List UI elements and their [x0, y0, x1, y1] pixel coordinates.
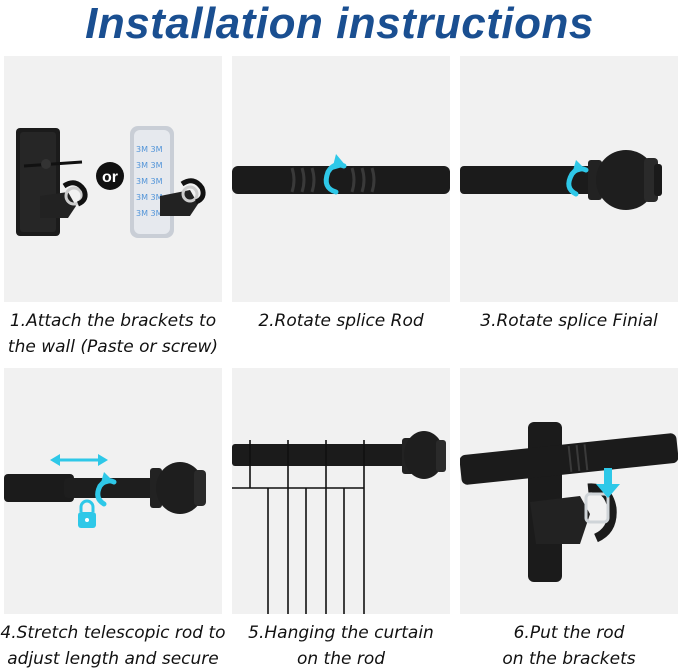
- step-3-illustration: [460, 56, 678, 302]
- finial-icon: [150, 462, 206, 514]
- step-4-caption-line1: 4.Stretch telescopic rod to: [0, 623, 226, 643]
- rod-icon: [460, 433, 678, 485]
- adhesive-bracket-icon: 3M 3M 3M 3M 3M 3M 3M 3M 3M 3M: [130, 126, 206, 238]
- step-6-illustration: [460, 368, 678, 614]
- step-5-caption-line1: 5.Hanging the curtain: [248, 623, 434, 643]
- splice-rod-icon: [232, 166, 450, 194]
- step-6-caption-line1: 6.Put the rod: [513, 623, 625, 643]
- rotate-arrow-icon: [95, 472, 117, 507]
- step-3-caption: 3.Rotate splice Finial: [460, 308, 678, 334]
- step-5-illustration: [232, 368, 450, 614]
- svg-text:3M 3M: 3M 3M: [136, 177, 163, 186]
- step-3-caption-line1: 3.Rotate splice Finial: [480, 311, 658, 331]
- finial-icon: [402, 431, 446, 479]
- svg-text:3M 3M: 3M 3M: [136, 145, 163, 154]
- lock-icon: [78, 499, 96, 528]
- step-6-caption-line2: on the brackets: [502, 649, 636, 669]
- step-1-caption-line2: the wall (Paste or screw): [7, 337, 219, 357]
- step-5-caption: 5.Hanging the curtain on the rod: [232, 620, 450, 672]
- step-2-caption-line1: 2.Rotate splice Rod: [258, 311, 424, 331]
- page-title: Installation instructions: [85, 0, 594, 48]
- svg-text:3M 3M: 3M 3M: [136, 161, 163, 170]
- step-5-caption-line2: on the rod: [296, 649, 386, 669]
- step-1-caption: 1.Attach the brackets to the wall (Paste…: [4, 308, 222, 360]
- rod-icon: [460, 166, 600, 194]
- screw-bracket-icon: [16, 128, 88, 236]
- outer-rod-icon: [4, 474, 74, 502]
- curtain-icon: [232, 440, 365, 614]
- step-6-caption: 6.Put the rod on the brackets: [460, 620, 678, 672]
- step-1-caption-line1: 1.Attach the brackets to: [9, 311, 217, 331]
- step-1-illustration: or 3M 3M 3M 3M 3M 3M 3M 3M 3M 3M: [4, 56, 222, 302]
- or-label: or: [102, 169, 118, 186]
- step-4-illustration: [4, 368, 222, 614]
- rotate-arrow-icon: [566, 160, 589, 197]
- step-2-caption: 2.Rotate splice Rod: [232, 308, 450, 334]
- rotate-arrow-icon: [323, 154, 347, 195]
- step-4-caption-line2: adjust length and secure: [7, 649, 219, 669]
- svg-text:3M 3M: 3M 3M: [136, 193, 163, 202]
- rod-icon: [232, 444, 412, 466]
- step-2-illustration: [232, 56, 450, 302]
- stretch-arrow-icon: [50, 454, 108, 466]
- svg-text:3M 3M: 3M 3M: [136, 209, 163, 218]
- inner-rod-icon: [64, 478, 164, 498]
- step-4-caption: 4.Stretch telescopic rod to adjust lengt…: [0, 620, 226, 672]
- down-arrow-icon: [596, 468, 620, 498]
- finial-icon: [588, 150, 662, 210]
